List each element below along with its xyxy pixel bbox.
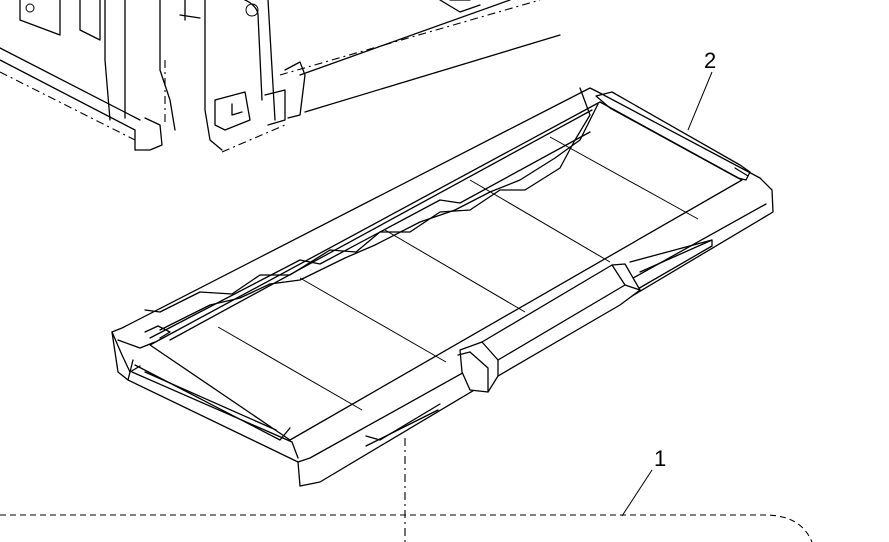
printer-body-fragment [0,0,561,153]
callout-label-2: 2 [704,48,717,73]
callout-label-1: 1 [654,446,667,471]
leader-line-1 [621,469,653,517]
group-boundary [0,514,813,542]
paper-tray [111,87,774,487]
leader-line-2 [687,71,713,131]
paper-stopper [457,263,641,393]
